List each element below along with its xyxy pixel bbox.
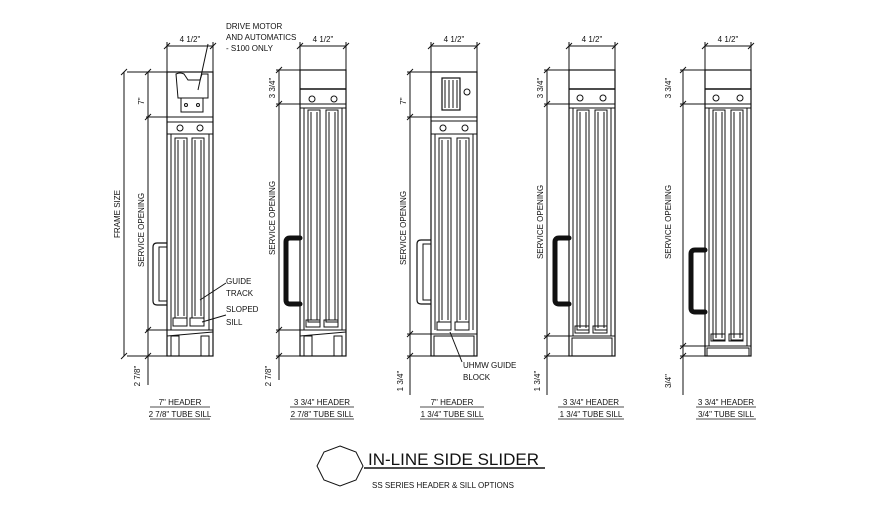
section-1 [120,42,227,385]
caption-5-line-2: 3/4" TUBE SILL [698,410,755,419]
header-dim-3: 7" [399,97,408,104]
caption-2-line-2: 2 7/8" TUBE SILL [291,410,354,419]
drive-motor-line-3: - S100 ONLY [226,44,274,53]
section-2 [275,42,350,380]
sloped-sill-line-2: SILL [226,318,243,327]
caption-3-line-2: 1 3/4" TUBE SILL [421,410,484,419]
sloped-sill-line-1: SLOPED [226,305,259,314]
service-opening-2: SERVICE OPENING [268,181,277,255]
sill-dim-1: 2 7/8" [133,366,142,387]
sill-dim-3: 1 3/4" [396,371,405,392]
header-dim-5: 3 3/4" [664,78,673,99]
service-opening-5: SERVICE OPENING [664,185,673,259]
header-dim-2: 3 3/4" [268,78,277,99]
guide-track-line-2: TRACK [226,289,254,298]
service-opening-1: SERVICE OPENING [137,193,146,267]
service-opening-3: SERVICE OPENING [399,191,408,265]
drive-motor-line-1: DRIVE MOTOR [226,22,283,31]
page-title: IN-LINE SIDE SLIDER [368,450,539,469]
section-5 [679,42,755,395]
captions: 7" HEADER 2 7/8" TUBE SILL 3 3/4" HEADER… [149,398,756,420]
header-dim-4: 3 3/4" [536,78,545,99]
width-dim-1: 4 1/2" [180,35,201,44]
page-subtitle: SS SERIES HEADER & SILL OPTIONS [372,481,514,490]
title-block: IN-LINE SIDE SLIDER SS SERIES HEADER & S… [316,445,545,490]
frame-size-label: FRAME SIZE [113,190,122,238]
drive-motor-line-2: AND AUTOMATICS [226,33,296,42]
service-opening-4: SERVICE OPENING [536,185,545,259]
sill-dim-5: 3/4" [664,374,673,388]
sill-dim-2: 2 7/8" [264,366,273,387]
width-dim-3: 4 1/2" [444,35,465,44]
width-dim-5: 4 1/2" [718,35,739,44]
guide-track-line-1: GUIDE [226,277,251,286]
uhmw-line-1: UHMW GUIDE [463,361,516,370]
header-dim-1: 7" [137,97,146,104]
width-dim-4: 4 1/2" [582,35,603,44]
caption-5-line-1: 3 3/4" HEADER [698,398,754,407]
caption-1-line-2: 2 7/8" TUBE SILL [149,410,212,419]
caption-4-line-2: 1 3/4" TUBE SILL [560,410,623,419]
title-octagon-symbol [316,445,364,487]
caption-2-line-1: 3 3/4" HEADER [294,398,350,407]
sill-dim-4: 1 3/4" [533,371,542,392]
caption-4-line-1: 3 3/4" HEADER [563,398,619,407]
width-dim-2: 4 1/2" [313,35,334,44]
section-3 [406,42,481,395]
section-4 [543,42,619,395]
caption-1-line-1: 7" HEADER [159,398,202,407]
caption-3-line-1: 7" HEADER [431,398,474,407]
uhmw-line-2: BLOCK [463,373,491,382]
